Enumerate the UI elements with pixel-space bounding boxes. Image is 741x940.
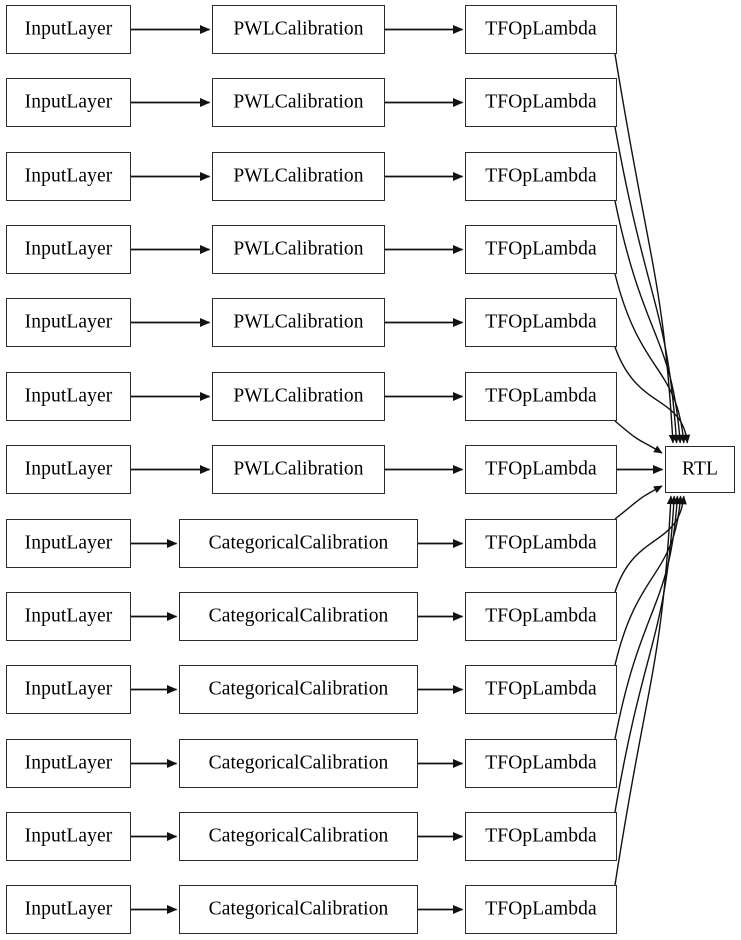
node-tfoplambda-9[interactable]: TFOpLambda (465, 665, 617, 714)
node-input-layer-3-label: InputLayer (24, 238, 113, 260)
node-pwl-calibration-0-label: PWLCalibration (233, 18, 364, 40)
node-input-layer-6-label: InputLayer (24, 458, 113, 480)
node-input-layer-1-label: InputLayer (24, 91, 113, 113)
node-categorical-calibration-9[interactable]: CategoricalCalibration (179, 665, 418, 714)
node-tfoplambda-10[interactable]: TFOpLambda (465, 739, 617, 788)
node-pwl-calibration-0[interactable]: PWLCalibration (212, 5, 385, 54)
node-input-layer-8[interactable]: InputLayer (6, 592, 131, 641)
node-input-layer-9-label: InputLayer (24, 678, 113, 700)
node-categorical-calibration-8[interactable]: CategoricalCalibration (179, 592, 418, 641)
node-input-layer-9[interactable]: InputLayer (6, 665, 131, 714)
node-tfoplambda-6[interactable]: TFOpLambda (465, 445, 617, 494)
node-tfoplambda-11[interactable]: TFOpLambda (465, 812, 617, 861)
node-categorical-calibration-11[interactable]: CategoricalCalibration (179, 812, 418, 861)
node-input-layer-5-label: InputLayer (24, 385, 113, 407)
edge-tfoplambda-to-rtl-11 (614, 495, 678, 813)
edge-tfoplambda-to-rtl-0 (614, 53, 677, 444)
node-tfoplambda-12[interactable]: TFOpLambda (465, 885, 617, 934)
edge-tfoplambda-to-rtl-7 (614, 485, 663, 520)
node-input-layer-4-label: InputLayer (24, 311, 113, 333)
edge-tfoplambda-to-rtl-5 (614, 420, 663, 454)
node-input-layer-5[interactable]: InputLayer (6, 372, 131, 421)
node-tfoplambda-0-label: TFOpLambda (485, 18, 597, 40)
node-categorical-calibration-11-label: CategoricalCalibration (208, 825, 389, 847)
node-input-layer-4[interactable]: InputLayer (6, 298, 131, 347)
node-input-layer-12-label: InputLayer (24, 898, 113, 920)
node-tfoplambda-3[interactable]: TFOpLambda (465, 225, 617, 274)
node-input-layer-10[interactable]: InputLayer (6, 739, 131, 788)
node-tfoplambda-1-label: TFOpLambda (485, 91, 597, 113)
node-pwl-calibration-3[interactable]: PWLCalibration (212, 225, 385, 274)
node-tfoplambda-5-label: TFOpLambda (485, 385, 597, 407)
node-tfoplambda-7-label: TFOpLambda (485, 532, 597, 554)
node-pwl-calibration-1[interactable]: PWLCalibration (212, 78, 385, 127)
node-pwl-calibration-2[interactable]: PWLCalibration (212, 152, 385, 201)
node-input-layer-1[interactable]: InputLayer (6, 78, 131, 127)
node-rtl-output[interactable]: RTL (665, 446, 735, 493)
node-pwl-calibration-2-label: PWLCalibration (233, 165, 364, 187)
edge-tfoplambda-to-rtl-4 (614, 346, 691, 444)
edge-tfoplambda-to-rtl-12 (614, 495, 675, 886)
node-input-layer-3[interactable]: InputLayer (6, 225, 131, 274)
node-pwl-calibration-4[interactable]: PWLCalibration (212, 298, 385, 347)
node-pwl-calibration-6[interactable]: PWLCalibration (212, 445, 385, 494)
node-pwl-calibration-3-label: PWLCalibration (233, 238, 364, 260)
node-tfoplambda-8-label: TFOpLambda (485, 605, 597, 627)
node-input-layer-7[interactable]: InputLayer (6, 519, 131, 568)
node-input-layer-11-label: InputLayer (24, 825, 113, 847)
node-rtl-output-label: RTL (682, 458, 718, 480)
edge-tfoplambda-to-rtl-3 (614, 273, 687, 444)
node-input-layer-7-label: InputLayer (24, 532, 113, 554)
node-categorical-calibration-8-label: CategoricalCalibration (208, 605, 389, 627)
edge-tfoplambda-to-rtl-8 (614, 495, 687, 593)
node-categorical-calibration-12-label: CategoricalCalibration (208, 898, 389, 920)
node-tfoplambda-4-label: TFOpLambda (485, 311, 597, 333)
node-pwl-calibration-1-label: PWLCalibration (233, 91, 364, 113)
node-tfoplambda-1[interactable]: TFOpLambda (465, 78, 617, 127)
edge-tfoplambda-to-rtl-9 (614, 495, 684, 666)
node-pwl-calibration-5-label: PWLCalibration (233, 385, 364, 407)
node-pwl-calibration-6-label: PWLCalibration (233, 458, 364, 480)
node-tfoplambda-2-label: TFOpLambda (485, 165, 597, 187)
node-input-layer-12[interactable]: InputLayer (6, 885, 131, 934)
node-tfoplambda-5[interactable]: TFOpLambda (465, 372, 617, 421)
edge-tfoplambda-to-rtl-2 (614, 200, 684, 444)
node-input-layer-0[interactable]: InputLayer (6, 5, 131, 54)
node-tfoplambda-11-label: TFOpLambda (485, 825, 597, 847)
node-input-layer-0-label: InputLayer (24, 18, 113, 40)
node-input-layer-2[interactable]: InputLayer (6, 152, 131, 201)
node-input-layer-6[interactable]: InputLayer (6, 445, 131, 494)
node-categorical-calibration-7-label: CategoricalCalibration (208, 532, 389, 554)
node-tfoplambda-12-label: TFOpLambda (485, 898, 597, 920)
node-categorical-calibration-12[interactable]: CategoricalCalibration (179, 885, 418, 934)
node-pwl-calibration-5[interactable]: PWLCalibration (212, 372, 385, 421)
node-input-layer-10-label: InputLayer (24, 752, 113, 774)
node-tfoplambda-4[interactable]: TFOpLambda (465, 298, 617, 347)
node-input-layer-8-label: InputLayer (24, 605, 113, 627)
edge-tfoplambda-to-rtl-1 (614, 126, 680, 444)
node-input-layer-2-label: InputLayer (24, 165, 113, 187)
node-tfoplambda-6-label: TFOpLambda (485, 458, 597, 480)
node-tfoplambda-3-label: TFOpLambda (485, 238, 597, 260)
node-categorical-calibration-7[interactable]: CategoricalCalibration (179, 519, 418, 568)
node-categorical-calibration-10-label: CategoricalCalibration (208, 752, 389, 774)
node-tfoplambda-7[interactable]: TFOpLambda (465, 519, 617, 568)
node-tfoplambda-9-label: TFOpLambda (485, 678, 597, 700)
node-tfoplambda-2[interactable]: TFOpLambda (465, 152, 617, 201)
node-tfoplambda-0[interactable]: TFOpLambda (465, 5, 617, 54)
node-tfoplambda-8[interactable]: TFOpLambda (465, 592, 617, 641)
edge-tfoplambda-to-rtl-10 (614, 495, 681, 740)
node-categorical-calibration-9-label: CategoricalCalibration (208, 678, 389, 700)
node-pwl-calibration-4-label: PWLCalibration (233, 311, 364, 333)
node-tfoplambda-10-label: TFOpLambda (485, 752, 597, 774)
node-input-layer-11[interactable]: InputLayer (6, 812, 131, 861)
node-categorical-calibration-10[interactable]: CategoricalCalibration (179, 739, 418, 788)
